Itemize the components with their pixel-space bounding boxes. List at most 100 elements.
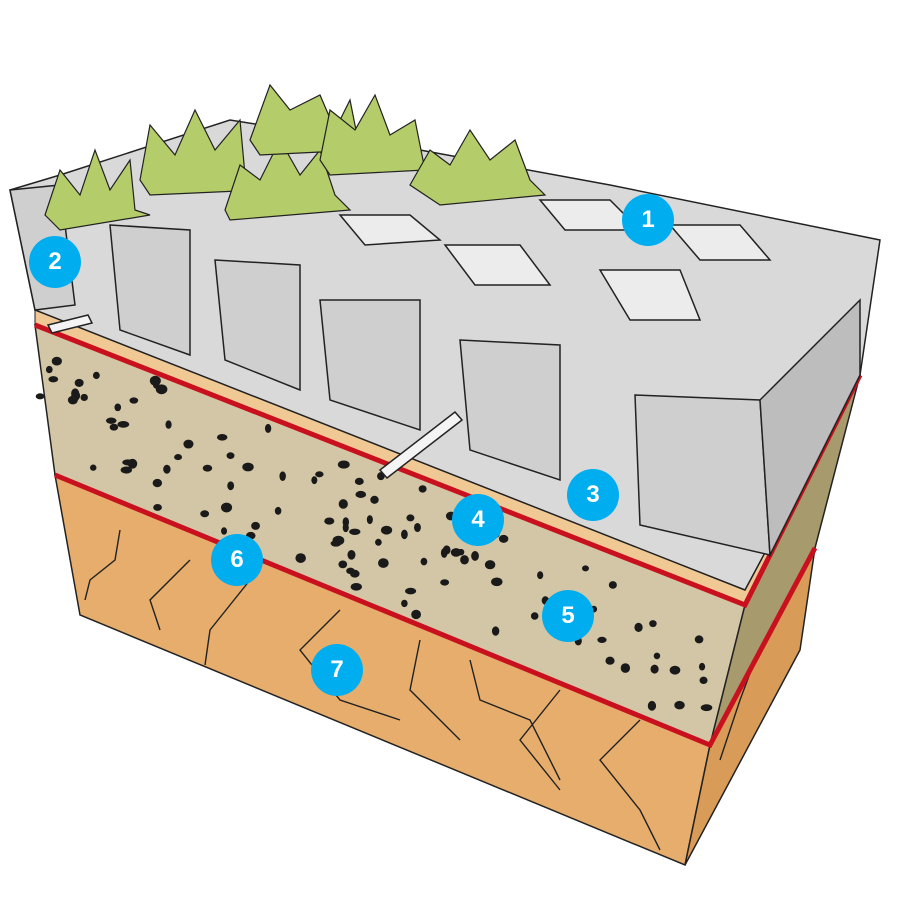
gravel-stone <box>694 635 704 644</box>
gravel-stone <box>251 521 260 530</box>
gravel-stone <box>674 700 685 710</box>
gravel-stone <box>71 388 80 399</box>
gravel-stone <box>647 700 657 711</box>
gravel-stone <box>530 612 539 620</box>
gravel-stone <box>117 420 130 428</box>
gravel-stone <box>420 557 428 566</box>
gravel-stone <box>471 551 479 561</box>
gravel-stone <box>221 527 228 535</box>
gravel-stone <box>634 622 643 632</box>
marker-7: 7 <box>311 644 363 696</box>
gravel-stone <box>620 663 631 673</box>
gravel-stone <box>375 538 382 546</box>
gravel-stone <box>406 514 415 522</box>
gravel-stone <box>346 567 355 575</box>
gravel-stone <box>338 560 348 569</box>
gravel-stone <box>350 582 362 591</box>
gravel-stone <box>183 439 194 449</box>
gravel-stone <box>378 558 389 568</box>
gravel-stone <box>653 652 661 660</box>
gravel-stone <box>418 485 427 493</box>
gravel-stone <box>80 393 88 402</box>
gravel-stone <box>105 417 117 424</box>
marker-4: 4 <box>452 494 504 546</box>
gravel-stone <box>581 565 589 572</box>
marker-1: 1 <box>622 194 674 246</box>
marker-6: 6 <box>211 534 263 586</box>
gravel-stone <box>669 665 681 675</box>
gravel-stone <box>355 490 367 498</box>
gravel-stone <box>349 528 361 535</box>
gravel-stone <box>401 599 408 608</box>
gravel-stone <box>650 664 659 674</box>
gravel-stone <box>537 571 544 580</box>
gravel-stone <box>460 555 469 565</box>
gravel-stone <box>174 454 183 461</box>
lower-geotextile-line <box>54 472 818 749</box>
gravel-stone <box>226 452 235 459</box>
gravel-stone <box>315 471 324 478</box>
gravel-stone <box>153 503 162 511</box>
gravel-stone <box>354 477 364 485</box>
gravel-stone <box>279 471 286 482</box>
gravel-stone <box>216 434 228 441</box>
gravel-stone <box>227 481 235 491</box>
gravel-stone <box>51 356 62 366</box>
gravel-stone <box>440 547 448 558</box>
gravel-stone <box>401 529 408 540</box>
gravel-stone <box>649 620 657 628</box>
gravel-stone <box>698 662 706 671</box>
gravel-stone <box>202 464 213 472</box>
gravel-stone <box>411 609 422 620</box>
gravel-stone <box>311 476 318 485</box>
gravel-stone <box>484 560 496 570</box>
gravel-stone <box>74 378 84 387</box>
gravel-stone <box>700 704 713 712</box>
gravel-stone <box>597 636 607 644</box>
gravel-stone <box>120 466 133 474</box>
gravel-stone <box>165 420 172 429</box>
gravel-stone <box>163 464 171 474</box>
gravel-stone <box>114 403 122 412</box>
gravel-stone <box>35 393 45 400</box>
gravel-stone <box>324 517 335 525</box>
gravel-stone <box>274 506 282 515</box>
gravel-stone <box>699 676 708 685</box>
gravel-stone <box>338 499 348 509</box>
gravel-stone <box>295 553 306 563</box>
gravel-stone <box>200 510 210 518</box>
gravel-stone <box>414 522 421 533</box>
gravel-stone <box>370 495 379 504</box>
gravel-stone <box>220 502 233 513</box>
marker-3: 3 <box>567 469 619 521</box>
subsoil-cracks <box>84 529 771 851</box>
gravel-stone <box>109 423 119 431</box>
gravel-stone <box>152 478 163 488</box>
gravel-stone <box>347 549 356 560</box>
gravel-stone <box>380 525 393 535</box>
gravel-stone <box>491 577 503 587</box>
drain-pipes <box>46 314 464 480</box>
gravel-stone <box>92 371 100 380</box>
gravel-stone <box>45 365 53 374</box>
marker-5: 5 <box>542 590 594 642</box>
grass-tufts <box>44 83 547 231</box>
gravel-stone <box>440 579 450 586</box>
gravel-stone <box>330 540 342 547</box>
gravel-stone <box>129 397 139 404</box>
gravel-stone <box>242 462 254 472</box>
gravel-stone <box>127 458 138 469</box>
gravel-stone <box>48 376 59 383</box>
gravel-stone <box>337 460 350 469</box>
marker-2: 2 <box>29 236 81 288</box>
gravel-stone <box>89 464 97 471</box>
gravel-stone <box>366 515 373 525</box>
gravel-stone <box>405 587 417 595</box>
gravel-stone <box>608 581 617 589</box>
gravel-stone <box>491 626 500 636</box>
gravel-stone <box>264 423 272 433</box>
gravel-stone <box>457 548 465 556</box>
gravel-stone <box>342 523 349 533</box>
